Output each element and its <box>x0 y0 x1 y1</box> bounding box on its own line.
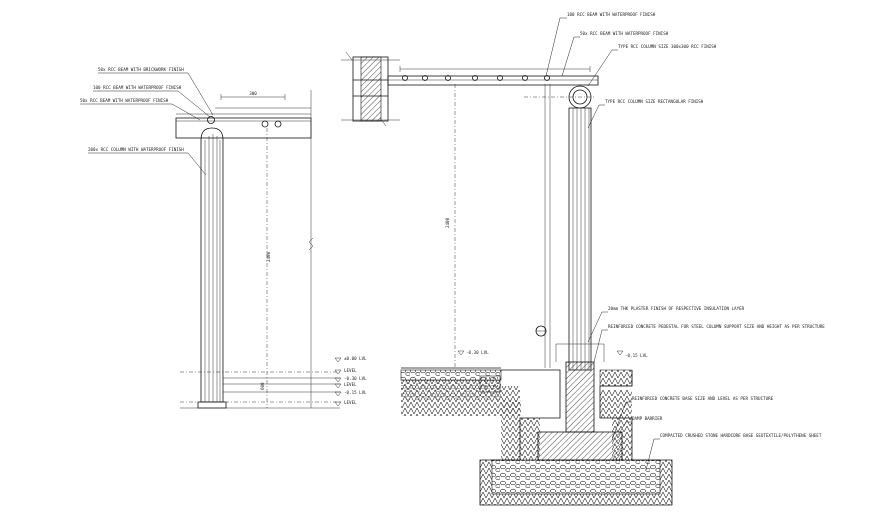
wall-section <box>341 51 400 127</box>
annotation: 100 RCC BEAM WITH WATERPROOF FINISH <box>567 12 656 17</box>
level-label: LEVEL <box>344 382 357 387</box>
annotation: 50x RCC BEAM WITH BRICKWORK FINISH <box>98 67 184 72</box>
annotation: COMPACTED CRUSHED STONE HARDCORE BASE GE… <box>660 433 822 438</box>
height-dimension: 2400 <box>266 251 271 262</box>
level-label: LEVEL <box>344 368 357 373</box>
level-markers: ±0.00 LVL LEVEL -0.30 LVL LEVEL -0.15 LV… <box>334 356 367 407</box>
left-elevation: 300 2400 600 ±0.00 LVL LEVEL <box>80 67 367 409</box>
annotation: REINFORCED CONCRETE PEDESTAL FOR STEEL C… <box>608 324 825 329</box>
level-label: -0.30 LVL <box>344 376 367 381</box>
right-foundation-annotations: 20mm THK PLASTER FINISH OF RESPECTIVE IN… <box>587 306 825 471</box>
footing-pad <box>537 431 623 461</box>
pedestal <box>565 361 595 433</box>
annotation: REINFORCED CONCRETE BASE SIZE AND LEVEL … <box>632 396 774 401</box>
column <box>197 127 227 409</box>
level-label: -0.30 LVL <box>466 350 489 355</box>
top-dimension: 300 <box>249 91 257 96</box>
annotation: DAMP BARRIER <box>632 416 663 421</box>
stone-bed <box>491 459 661 495</box>
column-head <box>524 85 596 109</box>
ground-fill <box>400 367 521 416</box>
level-label: -0.15 LVL <box>344 390 367 395</box>
base-dimension: 600 <box>260 382 265 390</box>
level-label: -0.15 LVL <box>625 353 648 358</box>
annotation: TYPE RCC COLUMN SIZE RECTANGULAR FINISH <box>605 99 704 104</box>
annotation: 50x RCC BEAM WITH WATERPROOF FINISH <box>80 98 169 103</box>
foundation <box>479 343 673 506</box>
right-section: 2400 <box>341 12 825 506</box>
annotation: 100 RCC BEAM WITH WATERPROOF FINISH <box>93 85 182 90</box>
bolt-marks <box>207 116 282 128</box>
roof-beam <box>387 66 599 86</box>
level-label: ±0.00 LVL <box>344 356 367 361</box>
right-top-annotations: 100 RCC BEAM WITH WATERPROOF FINISH 50x … <box>545 12 717 129</box>
annotation: 200x RCC COLUMN WITH WATERPROOF FINISH <box>88 147 184 152</box>
annotation: 20mm THK PLASTER FINISH OF RESPECTIVE IN… <box>608 306 745 311</box>
level-label: LEVEL <box>344 400 357 405</box>
span-dimension: 2400 <box>445 217 450 228</box>
column <box>568 107 592 371</box>
level-markers: -0.30 LVL -0.15 LVL <box>457 350 648 358</box>
left-annotations: 50x RCC BEAM WITH BRICKWORK FINISH 100 R… <box>80 67 214 176</box>
annotation: 50x RCC BEAM WITH WATERPROOF FINISH <box>580 31 669 36</box>
annotation: TYPE RCC COLUMN SIZE 300x300 RCC FINISH <box>618 44 717 49</box>
